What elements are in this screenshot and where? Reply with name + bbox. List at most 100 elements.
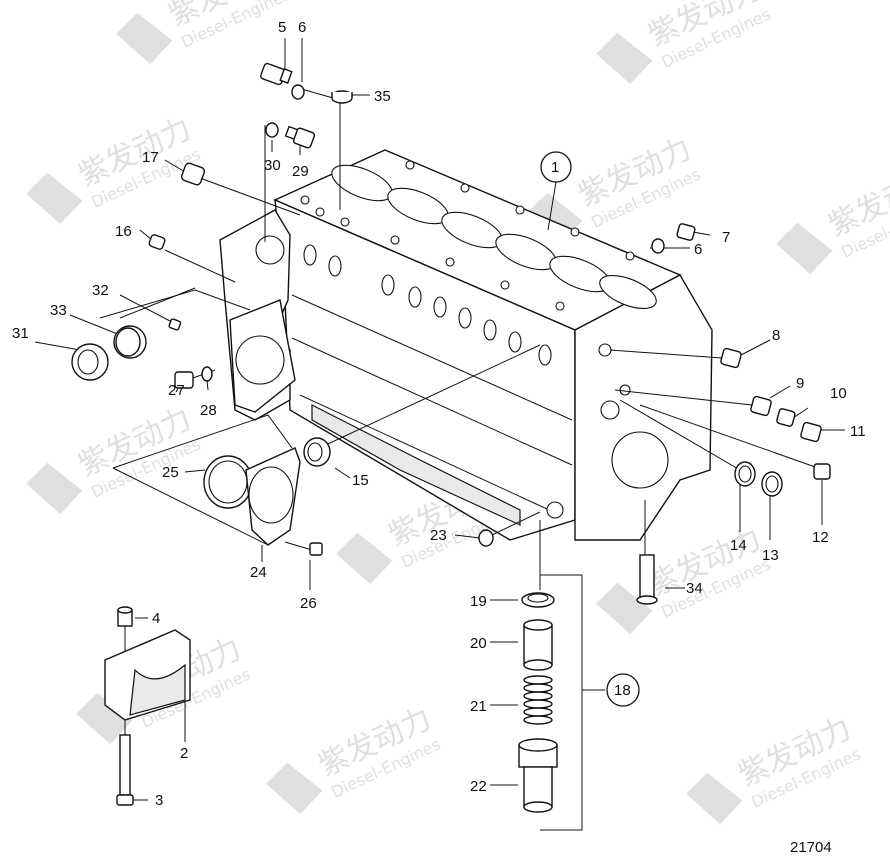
bolt-3 <box>116 734 134 806</box>
bearing-cap-2 <box>104 629 191 721</box>
callout-16: 16 <box>115 223 132 240</box>
deck-hole <box>625 251 635 261</box>
callout-2: 2 <box>180 745 188 762</box>
side-hole <box>538 344 552 366</box>
plug-11 <box>800 421 822 443</box>
crank-rear-bore <box>235 335 285 385</box>
callout-28: 28 <box>200 402 217 419</box>
side-hole <box>408 286 422 308</box>
callout-25: 25 <box>162 464 179 481</box>
callout-18: 18 <box>614 682 631 699</box>
plug-16 <box>148 234 166 250</box>
watermark-logo-icon <box>26 462 83 515</box>
deck-hole <box>555 301 565 311</box>
side-hole <box>381 274 395 296</box>
callout-19: 19 <box>470 593 487 610</box>
cylinder-bore <box>599 274 657 310</box>
deck-hole <box>300 195 310 205</box>
callout-29: 29 <box>292 163 309 180</box>
plug-27 <box>174 371 194 389</box>
drawing-number: 21704 <box>790 839 832 856</box>
cup-19 <box>521 592 555 608</box>
block-rib <box>299 394 561 516</box>
sleeve-22 <box>518 738 558 813</box>
callout-24: 24 <box>250 564 267 581</box>
plug-5 <box>260 62 293 86</box>
front-hole <box>598 343 612 357</box>
callout-17: 17 <box>142 149 159 166</box>
front-crank-bore <box>611 431 669 489</box>
callout-1: 1 <box>551 159 559 176</box>
block-rib <box>291 337 573 466</box>
watermark-logo-icon <box>596 582 653 635</box>
callout-7: 7 <box>722 229 730 246</box>
side-hole <box>433 296 447 318</box>
bushing-13 <box>761 471 783 497</box>
front-bore <box>600 400 620 420</box>
cylinder-block <box>219 149 713 541</box>
callout-6: 6 <box>298 19 306 36</box>
callout-33: 33 <box>50 302 67 319</box>
sleeve-34 <box>636 554 658 605</box>
watermark-logo-icon <box>266 762 323 815</box>
callout-9: 9 <box>796 375 804 392</box>
o-ring-25 <box>203 455 253 509</box>
block-front-face <box>574 274 713 541</box>
watermark-logo-icon <box>776 222 833 275</box>
cup-plug-33 <box>113 325 147 359</box>
deck-hole <box>515 205 525 215</box>
plug-17 <box>180 162 206 186</box>
plug-10 <box>776 408 796 427</box>
side-hole <box>328 255 342 277</box>
plug-9 <box>750 395 772 417</box>
bolt-26 <box>284 541 323 556</box>
sleeve-4 <box>117 606 133 627</box>
piston-20 <box>523 619 553 671</box>
callout-4: 4 <box>152 610 160 627</box>
pin-32 <box>168 318 182 331</box>
watermark-logo-icon <box>336 532 393 585</box>
callout-31: 31 <box>12 325 29 342</box>
callout-10: 10 <box>830 385 847 402</box>
callout-26: 26 <box>300 595 317 612</box>
watermark-logo-icon <box>596 32 653 85</box>
rear-bore <box>255 235 285 265</box>
spring-21 <box>523 675 553 725</box>
callout-3: 3 <box>155 792 163 809</box>
washer-28 <box>201 366 213 382</box>
callout-8: 8 <box>772 327 780 344</box>
callout-21: 21 <box>470 698 487 715</box>
screw-7 <box>676 223 696 241</box>
plug-8 <box>720 347 742 369</box>
side-hole <box>483 319 497 341</box>
callout-23: 23 <box>430 527 447 544</box>
callout-1-circle: 1 <box>540 151 572 183</box>
cover-plate-24 <box>245 447 301 546</box>
deck-hole <box>340 217 350 227</box>
deck-hole <box>445 257 455 267</box>
plug-29 <box>284 125 316 149</box>
seal-15 <box>303 437 331 467</box>
callout-34: 34 <box>686 580 703 597</box>
callout-13: 13 <box>762 547 779 564</box>
deck-hole <box>500 280 510 290</box>
watermark-logo-icon <box>116 12 173 65</box>
cap-35 <box>331 90 353 104</box>
callout-18-circle: 18 <box>606 673 640 707</box>
deck-hole <box>390 235 400 245</box>
callout-15: 15 <box>352 472 369 489</box>
callout-14: 14 <box>730 537 747 554</box>
side-hole <box>303 244 317 266</box>
washer-30 <box>265 122 279 138</box>
callout-32: 32 <box>92 282 109 299</box>
bushing-14 <box>734 461 756 487</box>
watermark-logo-icon <box>686 772 743 825</box>
watermark-logo-icon <box>26 172 83 225</box>
callout-35: 35 <box>374 88 391 105</box>
callout-12: 12 <box>812 529 829 546</box>
washer-6a <box>291 84 305 100</box>
callout-labels: 5 6 35 30 29 17 1 7 6 16 32 33 31 8 9 10… <box>12 19 866 856</box>
front-hole <box>619 384 631 396</box>
deck-hole <box>405 160 415 170</box>
